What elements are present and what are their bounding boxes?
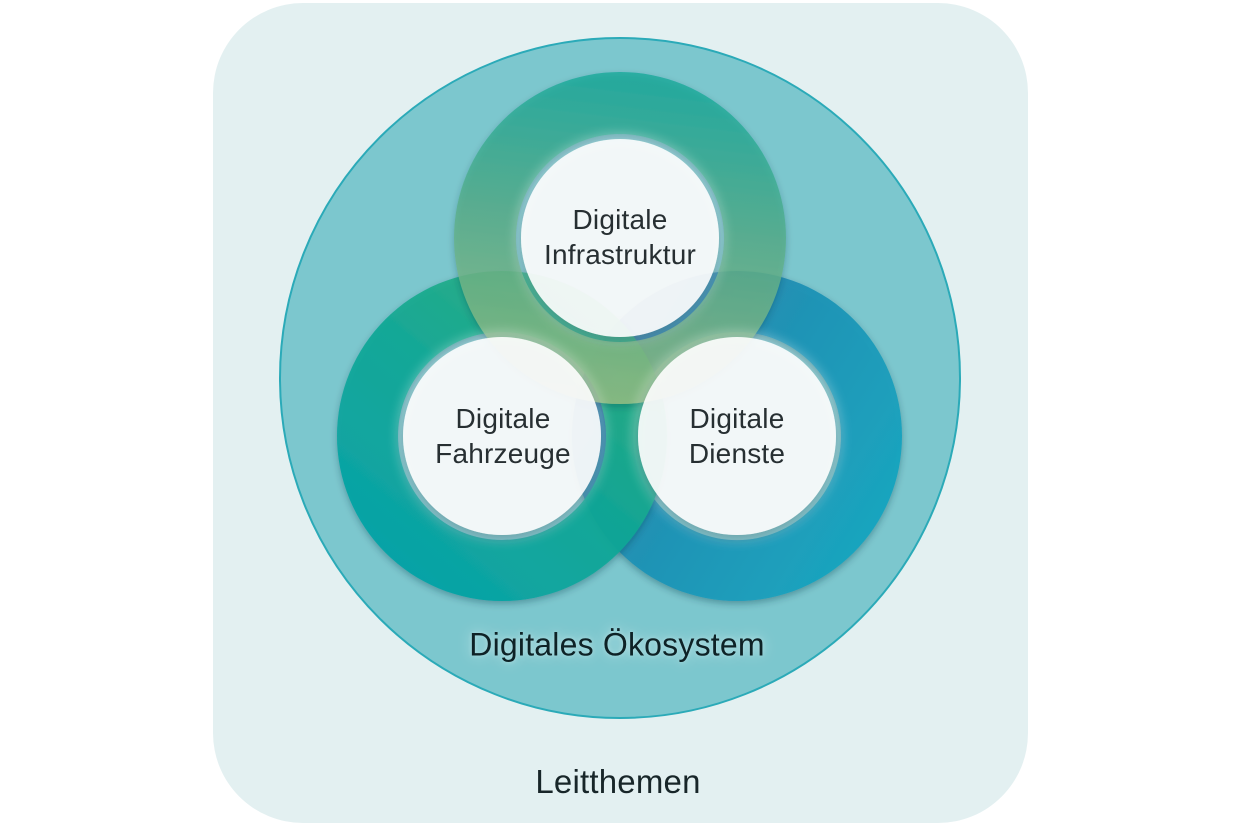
node-circle-dienste bbox=[638, 337, 836, 535]
ecosystem-label: Digitales Ökosystem bbox=[469, 626, 765, 663]
node-label-fahrzeuge: Digitale Fahrzeuge bbox=[435, 403, 571, 469]
node-circle-fahrzeuge bbox=[403, 337, 601, 535]
ring-infrastruktur bbox=[454, 72, 786, 404]
node-label-infrastruktur: Digitale Infrastruktur bbox=[544, 204, 696, 270]
frame-label-leitthemen: Leitthemen bbox=[535, 763, 701, 800]
node-circle-infrastruktur bbox=[521, 139, 719, 337]
node-label-dienste: Digitale Dienste bbox=[688, 403, 786, 469]
node-circles bbox=[403, 139, 836, 535]
